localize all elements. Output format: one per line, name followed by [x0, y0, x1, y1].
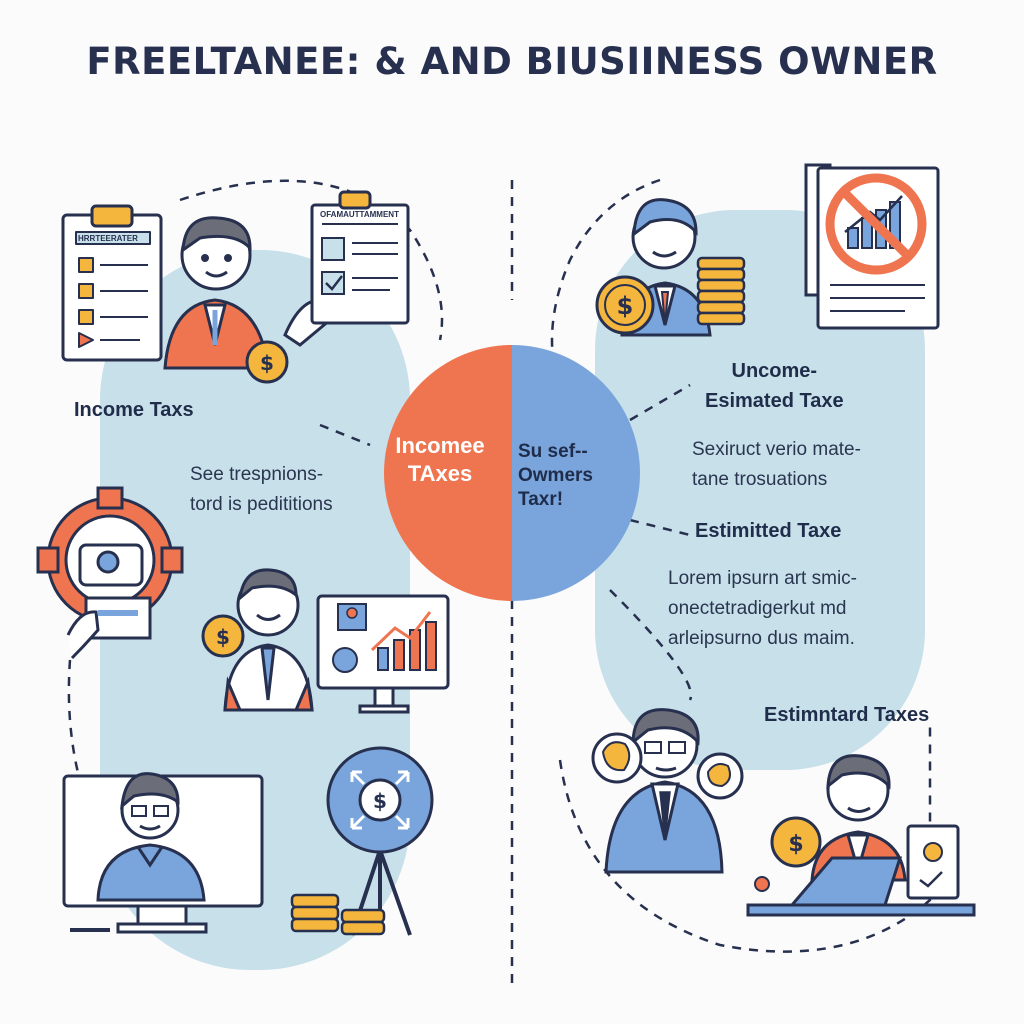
clipboard-title: HRRTEERATER: [78, 234, 138, 243]
center-right-line-3: Taxr!: [518, 489, 564, 510]
coin-icon: $: [245, 340, 289, 384]
right-note: Sexiruct verio mate- tane trosuations: [692, 435, 861, 495]
document-title: OFAMAUTTAMMENT: [320, 210, 399, 219]
presenter-chart-icon: $: [201, 568, 450, 714]
thinking-person-icon: [591, 708, 744, 874]
left-note: See trespnions- tord is pedititions: [190, 460, 333, 520]
document-id-icon: [283, 190, 410, 347]
uncome-heading-line-2: Esimated Taxe: [705, 390, 844, 412]
right-note-line-1: Sexiruct verio mate-: [692, 439, 861, 460]
center-left-line-1: Incomee: [395, 433, 485, 458]
center-left-line-2: TAxes: [407, 461, 473, 486]
center-left-label: Incomee TAxes: [372, 432, 508, 488]
clipboard-checklist-icon: [61, 204, 163, 362]
gear-phone-icon: [36, 486, 184, 660]
center-right-line-2: Owmers: [518, 465, 593, 486]
svg-text:$: $: [788, 832, 803, 857]
center-right-label: Su sef-- Owmers Taxr!: [518, 440, 628, 512]
left-note-line-2: tord is pedititions: [190, 494, 333, 515]
page-title: FREELTANEE: & AND BIUSIINESS OWNER: [86, 40, 938, 83]
right-body-line-3: arleipsurno dus maim.: [668, 628, 855, 649]
right-note-line-2: tane trosuations: [692, 469, 828, 490]
right-panel-bg: [595, 210, 925, 770]
right-body: Lorem ipsurn art smic- onectetradigerkut…: [668, 564, 857, 654]
uncome-heading-line-1: Uncome-: [731, 360, 818, 382]
svg-text:$: $: [373, 789, 387, 813]
business-owner-icon: $: [595, 198, 746, 337]
center-right-line-1: Su sef--: [518, 441, 588, 462]
coin-stack-icon: [290, 893, 386, 936]
video-call-monitor-icon: [62, 772, 264, 934]
freelancer-person-icon: [163, 216, 270, 370]
estimated-taxe-heading: Estimitted Taxe: [695, 520, 842, 542]
right-body-line-1: Lorem ipsurn art smic-: [668, 568, 857, 589]
right-body-line-2: onectetradigerkut md: [668, 598, 847, 619]
estimntard-taxes-heading: Estimntard Taxes: [764, 704, 930, 726]
income-taxes-heading: Income Taxs: [74, 399, 194, 421]
uncome-estimated-heading: Uncome- Esimated Taxe: [705, 356, 844, 416]
center-split-circle: [384, 345, 640, 601]
no-growth-chart-icon: [804, 163, 940, 330]
dollar-target-icon: $: [326, 746, 434, 936]
svg-text:$: $: [617, 292, 634, 320]
svg-text:$: $: [216, 625, 230, 649]
left-note-line-1: See trespnions-: [190, 464, 324, 485]
dashed-connectors: [67, 178, 932, 985]
laptop-worker-icon: $: [746, 754, 976, 917]
svg-text:$: $: [260, 351, 274, 375]
